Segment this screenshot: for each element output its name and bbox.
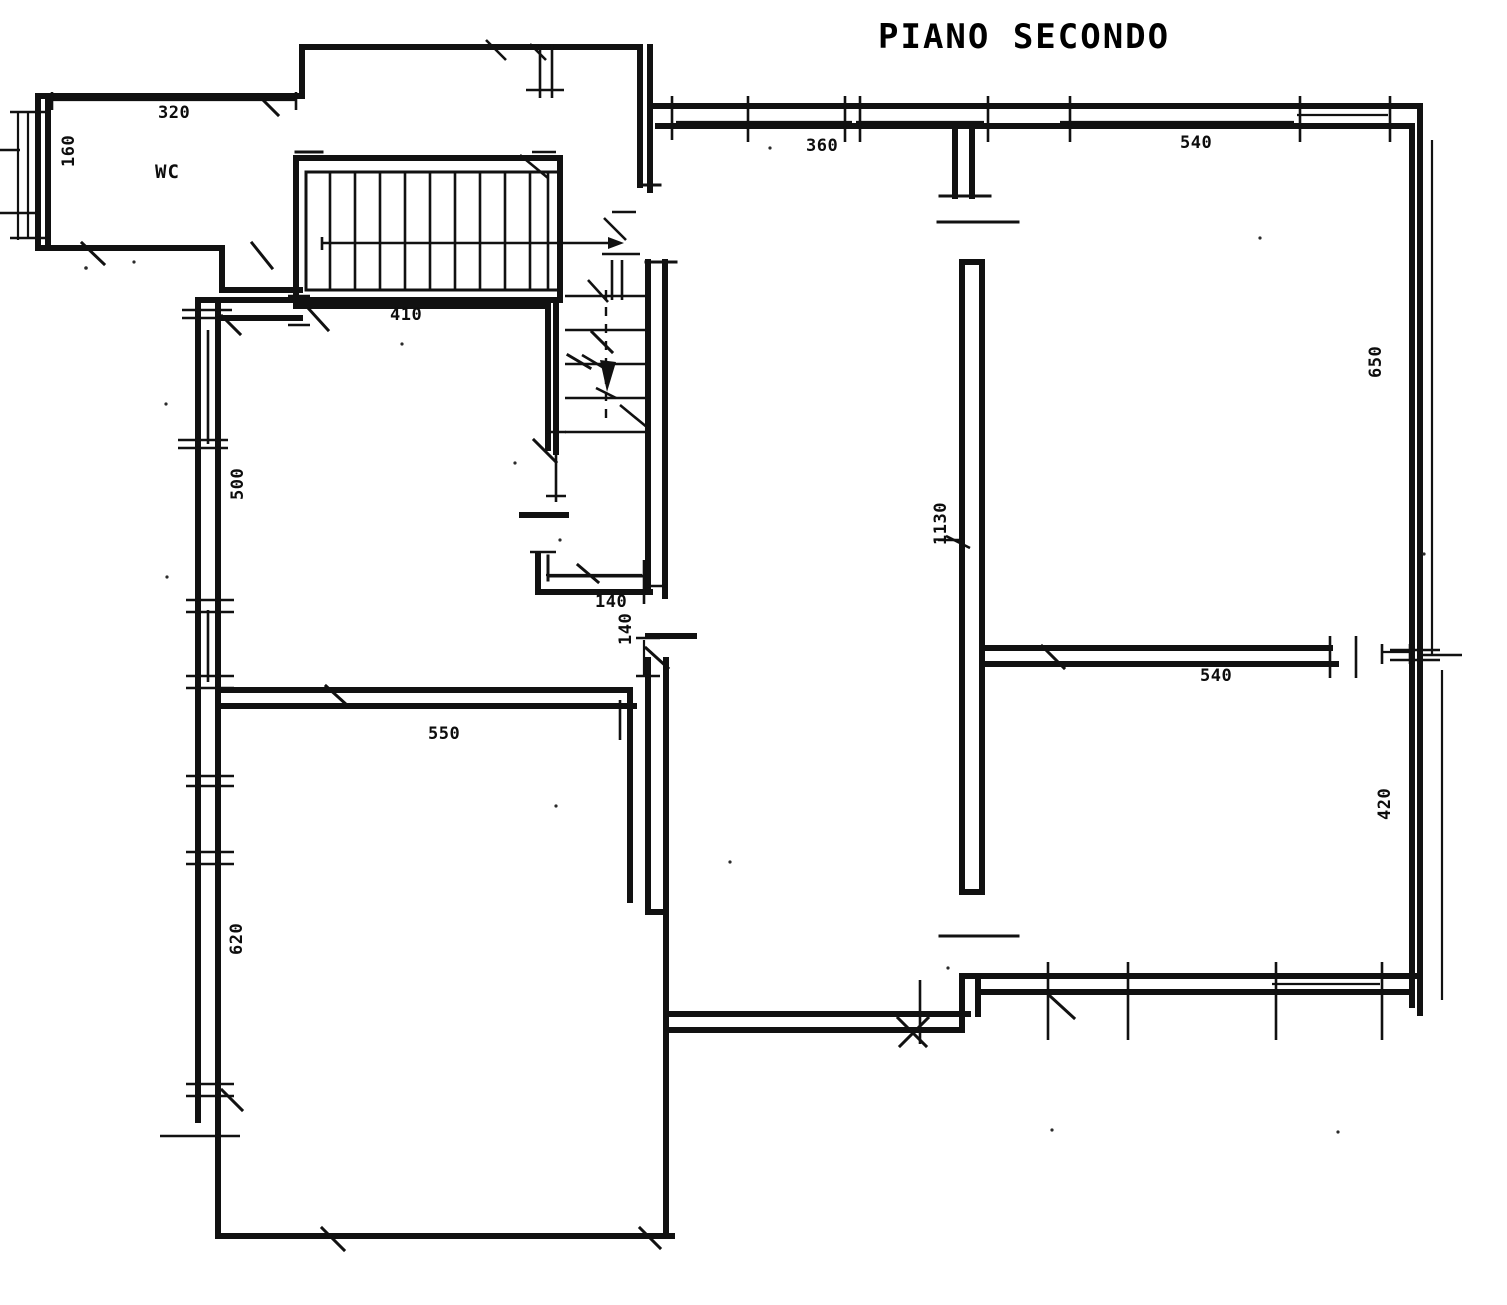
dimension-420: 420 [1375,788,1395,820]
dimension-1130: 1130 [931,502,951,545]
dimension-620: 620 [227,923,247,955]
right-block-walls [936,220,1412,938]
top-right-outer-walls [647,103,1423,1016]
dimension-140-horizontal: 140 [595,592,627,612]
niche-140-walls [519,428,697,678]
left-dimension-ticks [160,308,245,1138]
dimension-140-vertical: 140 [616,613,636,645]
dimension-650: 650 [1366,346,1386,378]
dimension-550: 550 [428,724,460,744]
dimension-540-top: 540 [1180,133,1212,153]
dimension-500: 500 [228,468,248,500]
main-staircase [293,150,624,303]
page-title: PIANO SECONDO [878,17,1170,57]
dimension-320: 320 [158,103,190,123]
bottom-right-walls [663,962,1423,1049]
secondary-staircase [565,259,678,599]
dimension-360: 360 [806,136,838,156]
dimension-160-group [0,110,46,240]
dimension-410-group [288,294,559,455]
dimension-320-group [50,92,298,110]
dimension-160: 160 [59,135,79,167]
misc-annotation-marks [84,39,1426,1134]
dimension-420-group [1420,653,1462,1000]
dimension-540-middle: 540 [1200,666,1232,686]
dimension-650-group [1390,140,1440,662]
wc-room-walls [35,44,662,293]
central-left-walls [195,297,675,1253]
dimension-410: 410 [390,305,422,325]
room-label-wc: WC [155,161,180,183]
top-dimension-ticks [670,96,1392,142]
